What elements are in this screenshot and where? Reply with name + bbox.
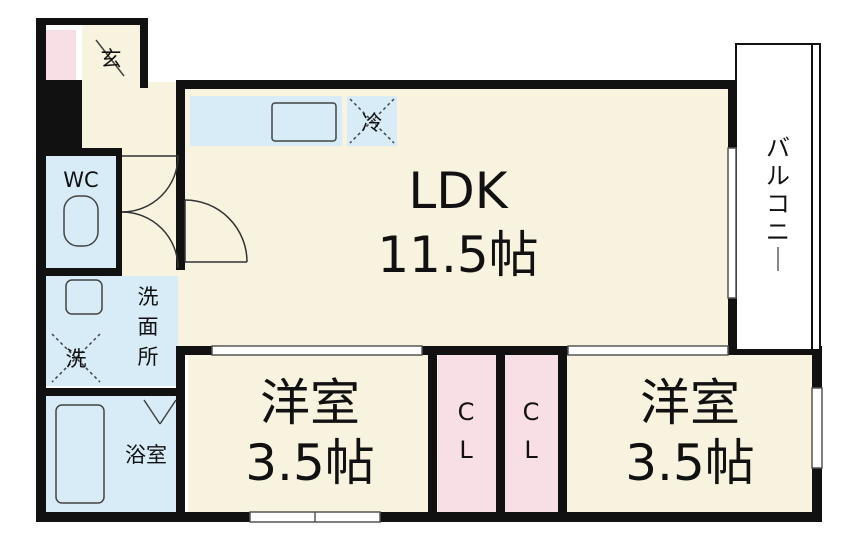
walls (36, 18, 822, 522)
western-left-name: 洋室 (260, 374, 360, 432)
closet-right-c: C (523, 398, 540, 426)
closet-left-c: C (458, 398, 475, 426)
entrance-label: 玄 (101, 47, 122, 71)
toilet-label: WC (63, 168, 98, 192)
washroom-char-1: 洗 (138, 285, 159, 309)
washroom-char-2: 面 (138, 315, 159, 339)
western-right-size: 3.5帖 (625, 434, 755, 492)
western-right-floor (566, 354, 812, 514)
washer-label: 洗 (66, 347, 87, 371)
closet-left-floor (438, 354, 496, 514)
shoe-cabinet (44, 30, 76, 80)
western-right-name: 洋室 (640, 374, 740, 432)
balcony-char-3: コ (766, 190, 790, 218)
western-left-size: 3.5帖 (245, 434, 375, 492)
balcony-char-5: ｜ (766, 246, 790, 274)
closet-right-floor (504, 354, 560, 514)
bath-label: 浴室 (125, 443, 167, 467)
entrance-floor (82, 20, 140, 82)
fridge-label: 冷 (362, 111, 383, 135)
ldk-name: LDK (408, 162, 508, 220)
closet-right-l: L (524, 436, 538, 464)
bath-floor (44, 396, 180, 512)
balcony-char-1: バ (766, 134, 790, 162)
kitchen-counter (190, 96, 342, 146)
windows (211, 147, 823, 523)
washroom-label: 洗面所 (138, 285, 159, 369)
balcony (735, 43, 821, 351)
ldk-size: 11.5帖 (377, 226, 538, 284)
balcony-char-2: ル (766, 162, 790, 190)
closet-left-l: L (459, 436, 473, 464)
toilet-floor (44, 154, 116, 268)
western-left-floor (188, 354, 430, 514)
balcony-char-4: ニ (766, 218, 790, 246)
fixtures (51, 39, 395, 504)
doors (121, 155, 248, 269)
washroom-char-3: 所 (138, 345, 159, 369)
balcony-label: バルコニ｜ (766, 134, 790, 274)
